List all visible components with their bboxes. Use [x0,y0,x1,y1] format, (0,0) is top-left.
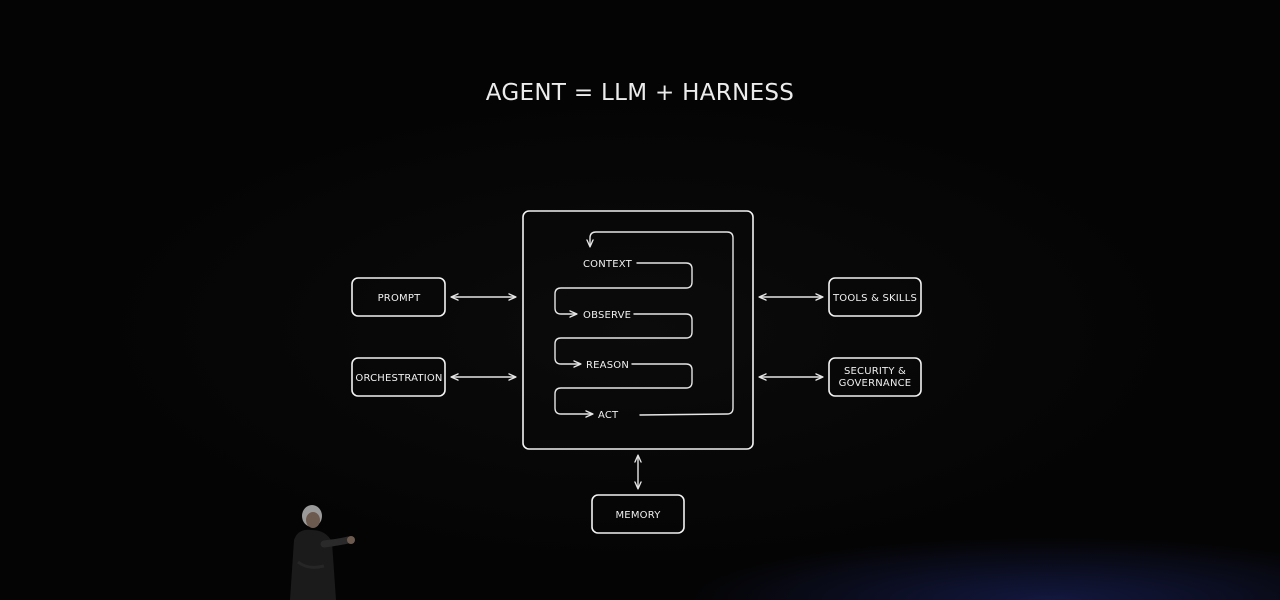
loop-step-observe: OBSERVE [583,310,631,321]
loop-context-to-observe [554,262,693,314]
loop-step-act: ACT [598,410,619,421]
tools-skills-box [828,277,922,317]
loop-observe-to-reason [554,313,693,364]
prompt-box [351,277,446,317]
security-label-line1: SECURITY & [844,366,906,377]
prompt-label: PROMPT [378,293,422,304]
orchestration-label: ORCHESTRATION [355,373,442,384]
orchestration-box [351,357,446,397]
security-governance-box [828,357,922,397]
loop-return-arrow [590,231,734,416]
presenter-figure [290,505,355,600]
loop-step-context: CONTEXT [583,259,633,270]
loop-reason-to-act [554,363,693,414]
harness-box [522,210,754,450]
slide-title: AGENT = LLM + HARNESS [485,80,795,106]
loop-step-reason: REASON [586,360,629,371]
tools-skills-label: TOOLS & SKILLS [832,293,917,304]
memory-label: MEMORY [615,510,661,521]
memory-box [591,494,685,534]
security-label-line2: GOVERNANCE [839,378,912,389]
